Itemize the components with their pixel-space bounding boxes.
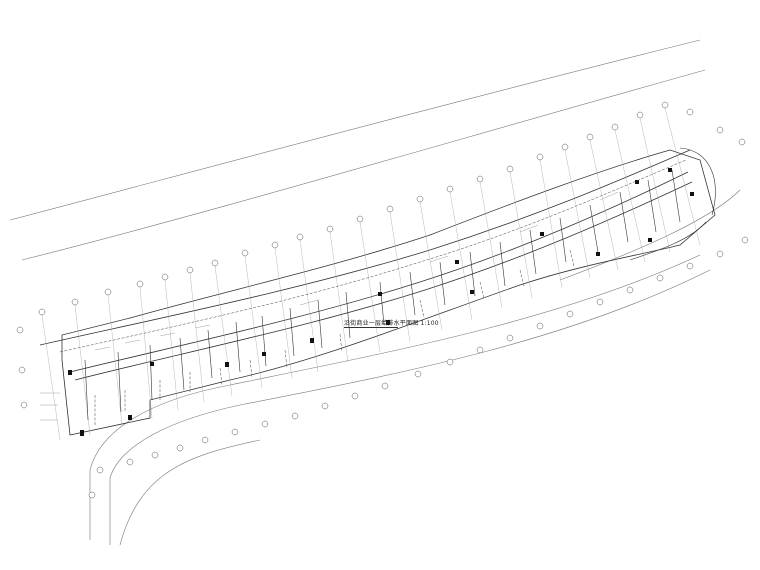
grid-bubbles-left (16, 326, 96, 499)
drain-pipes (59, 159, 687, 425)
grid-axes-top (41, 107, 701, 441)
drawing-title: 沿街商业一层给排水平面图 1:100 (344, 320, 439, 327)
building-outline (39, 149, 716, 436)
end-curve-detail (629, 147, 716, 261)
dimension-ticks (40, 191, 619, 421)
shop-partitions (84, 169, 681, 421)
structural-columns (68, 168, 694, 436)
grid-bubbles-bottom (96, 236, 749, 474)
drawing-title-underline (344, 327, 398, 328)
grid-bubbles-top (38, 101, 746, 316)
site-boundary-lines (9, 39, 741, 546)
